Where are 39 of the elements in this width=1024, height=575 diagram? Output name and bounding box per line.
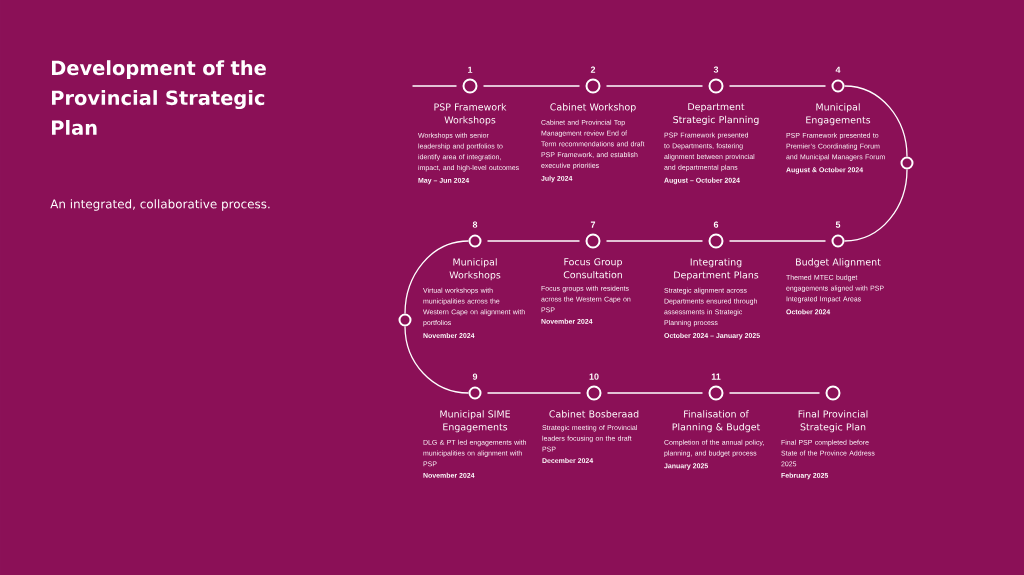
connector-line	[728, 85, 827, 87]
connector-line	[843, 168, 908, 242]
step-number: 6	[713, 221, 719, 228]
connector-line	[605, 85, 704, 87]
connector-line	[606, 392, 704, 394]
connector-line	[404, 240, 470, 315]
step-number: 3	[713, 66, 719, 73]
connector-line	[728, 392, 821, 394]
slide-title: Development of the Provincial Strategic Plan	[52, 60, 266, 135]
step-heading: Focus Group Consultation	[563, 258, 622, 279]
step-heading: Cabinet Workshop	[550, 103, 636, 113]
connector-line	[605, 240, 704, 242]
step-heading: Municipal Engagements	[806, 103, 871, 126]
step-number: 10	[589, 373, 599, 380]
step-number: 5	[835, 221, 841, 228]
step-heading: Department Strategic Planning	[673, 103, 759, 125]
step-heading: Final Provincial Strategic Plan	[798, 410, 868, 433]
step-number: 2	[590, 66, 596, 73]
step-heading: Budget Alignment	[796, 258, 881, 268]
step-number: 4	[835, 66, 841, 73]
connector-line	[728, 240, 827, 242]
step-heading: Municipal SIME Engagements	[440, 410, 510, 433]
step-heading: Integrating Department Plans	[674, 258, 759, 281]
step-heading: Municipal Workshops	[449, 258, 501, 281]
connector-line	[404, 325, 470, 394]
step-number: 1	[468, 66, 473, 73]
step-number: 11	[711, 373, 721, 380]
connector-line	[482, 85, 581, 87]
step-number: 8	[472, 221, 478, 228]
step-number: 7	[590, 221, 596, 228]
connector-line	[411, 85, 458, 87]
subtitle: An integrated, collaborative process.	[50, 199, 270, 211]
connector-line	[843, 85, 908, 158]
step-heading: Finalisation of Planning & Budget	[672, 410, 761, 433]
step-heading: PSP Framework Workshops	[434, 103, 507, 126]
connector-line	[486, 240, 581, 242]
step-number: 9	[472, 373, 478, 380]
connector-line	[486, 392, 582, 394]
step-heading: Cabinet Bosberaad	[549, 410, 639, 418]
